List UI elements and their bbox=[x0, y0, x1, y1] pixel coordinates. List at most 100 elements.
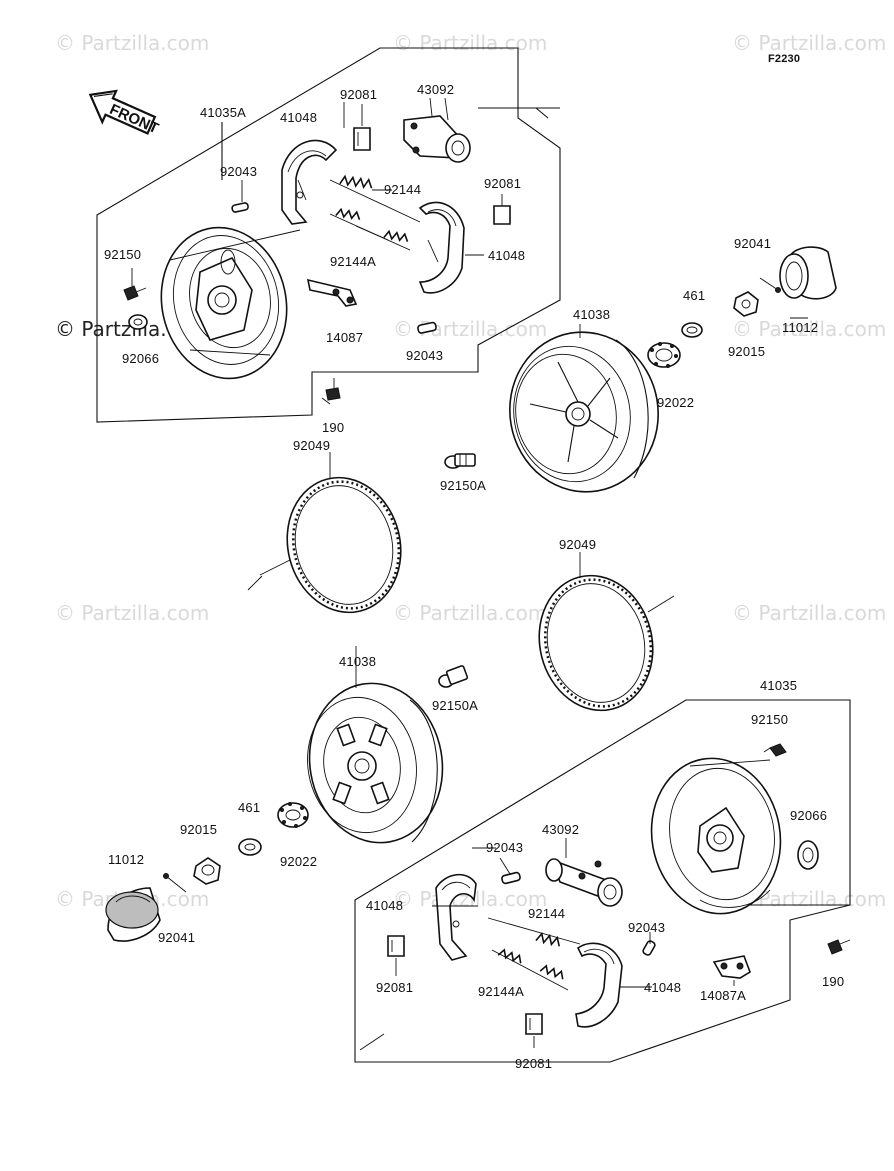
part-label: 92150A bbox=[432, 698, 478, 713]
washer-461-top bbox=[681, 322, 703, 338]
part-label: 92066 bbox=[790, 808, 827, 823]
pin-92043-bottom-2 bbox=[642, 940, 656, 956]
watermark-text: © Partzilla.com bbox=[55, 601, 209, 625]
part-label: 11012 bbox=[782, 320, 818, 335]
part-label: 92144A bbox=[478, 984, 524, 999]
part-label: 461 bbox=[238, 800, 260, 815]
part-label: 92081 bbox=[376, 980, 413, 995]
clip-92081-mid bbox=[493, 194, 511, 225]
part-label: 41048 bbox=[644, 980, 681, 995]
part-label: 92022 bbox=[280, 854, 317, 869]
part-label: 41035 bbox=[760, 678, 797, 693]
watermarks: © Partzilla.com © Partzilla.com © Partzi… bbox=[55, 31, 886, 911]
part-label: 41038 bbox=[339, 654, 376, 669]
brake-drum-41038-bottom bbox=[307, 682, 444, 844]
washer-461-bottom bbox=[238, 838, 262, 856]
part-label: 92043 bbox=[628, 920, 665, 935]
brake-shoe-top-left bbox=[281, 139, 338, 225]
lever-14087 bbox=[306, 278, 358, 307]
bolt-92150A-bottom bbox=[438, 665, 469, 688]
brake-drum-41038-top bbox=[509, 331, 659, 493]
part-label: 11012 bbox=[108, 852, 144, 867]
clip-92081-bottom-2 bbox=[525, 1013, 543, 1035]
part-label: 92041 bbox=[158, 930, 195, 945]
part-label: 92144 bbox=[528, 906, 565, 921]
brake-panel-bottom bbox=[650, 757, 782, 915]
part-label: 92150 bbox=[104, 247, 141, 262]
part-label: 190 bbox=[322, 420, 344, 435]
spring-92144-top bbox=[329, 174, 421, 223]
bolt-92150-bottom bbox=[763, 743, 787, 757]
cap-11012-bottom bbox=[105, 887, 161, 942]
brake-shoe-bottom-right bbox=[575, 942, 623, 1028]
part-label: 92144 bbox=[384, 182, 421, 197]
part-label: 41035A bbox=[200, 105, 246, 120]
part-label: 92081 bbox=[340, 87, 377, 102]
part-label: 92015 bbox=[180, 822, 217, 837]
leader-lines bbox=[329, 97, 808, 1048]
clip-92081-top bbox=[353, 104, 371, 151]
bolt-92150-top bbox=[123, 268, 147, 301]
washer-92022-bottom bbox=[277, 802, 309, 828]
part-label: 43092 bbox=[542, 822, 579, 837]
top-assembly-outline bbox=[96, 47, 561, 423]
bolt-190-top bbox=[321, 378, 341, 405]
brake-shoe-top-right bbox=[418, 201, 465, 294]
part-label: 92022 bbox=[657, 395, 694, 410]
part-label: 41048 bbox=[366, 898, 403, 913]
part-label: 41048 bbox=[280, 110, 317, 125]
watermark-text: © Partzilla.com bbox=[393, 31, 547, 55]
watermark-text: © Partzilla.com bbox=[732, 317, 886, 341]
figure-code: F2230 bbox=[768, 53, 800, 65]
part-label: 92043 bbox=[406, 348, 443, 363]
part-label: 92041 bbox=[734, 236, 771, 251]
part-label: 92150 bbox=[751, 712, 788, 727]
pin-92041-top bbox=[759, 277, 781, 293]
seal-ring-92049-top bbox=[247, 476, 402, 614]
brake-shoe-bottom-left bbox=[435, 873, 477, 961]
part-label: 92049 bbox=[559, 537, 596, 552]
spring-92144A-top bbox=[329, 207, 411, 251]
spring-92144A-bottom bbox=[491, 948, 569, 991]
pin-92043-mid bbox=[417, 321, 437, 334]
spring-92144-bottom bbox=[487, 917, 581, 947]
washer-92022-top bbox=[647, 342, 681, 368]
lever-14087A bbox=[712, 955, 751, 979]
part-label: 92144A bbox=[330, 254, 376, 269]
clip-92081-bottom-1 bbox=[387, 935, 405, 957]
pin-92041-bottom bbox=[163, 873, 187, 893]
bolt-92150A-top bbox=[444, 453, 476, 469]
brake-cam-43092-bottom bbox=[545, 858, 623, 907]
part-label: 92081 bbox=[484, 176, 521, 191]
nut-92015-bottom bbox=[193, 857, 221, 885]
part-label: 41048 bbox=[488, 248, 525, 263]
part-label: 41038 bbox=[573, 307, 610, 322]
part-label: 461 bbox=[683, 288, 705, 303]
cap-11012-top bbox=[779, 246, 837, 300]
part-label: 92066 bbox=[122, 351, 159, 366]
part-label: 190 bbox=[822, 974, 844, 989]
part-label: 92049 bbox=[293, 438, 330, 453]
brake-cam-43092-top bbox=[403, 97, 471, 163]
watermark-text: © Partzilla.com bbox=[732, 601, 886, 625]
nut-92015-top bbox=[733, 291, 759, 317]
brake-panel-top bbox=[160, 226, 301, 380]
front-label: FRONT bbox=[107, 101, 161, 138]
front-arrow-icon: FRONT bbox=[88, 89, 161, 138]
part-labels: 41035A 41048 92081 43092 92043 92144 920… bbox=[104, 82, 844, 1071]
part-label: 43092 bbox=[417, 82, 454, 97]
part-label: 14087A bbox=[700, 988, 746, 1003]
part-label: 92043 bbox=[486, 840, 523, 855]
bolt-190-bottom bbox=[827, 939, 851, 955]
part-label: 92015 bbox=[728, 344, 765, 359]
watermark-text: © Partzilla.com bbox=[55, 31, 209, 55]
watermark-text: © Partzilla.com bbox=[732, 31, 886, 55]
seal-ring-92049-mid bbox=[538, 574, 675, 712]
part-label: 92150A bbox=[440, 478, 486, 493]
part-label: 92043 bbox=[220, 164, 257, 179]
nut-92066-bottom bbox=[797, 840, 819, 870]
part-label: 14087 bbox=[326, 330, 363, 345]
watermark-text: © Partzilla.com bbox=[393, 601, 547, 625]
